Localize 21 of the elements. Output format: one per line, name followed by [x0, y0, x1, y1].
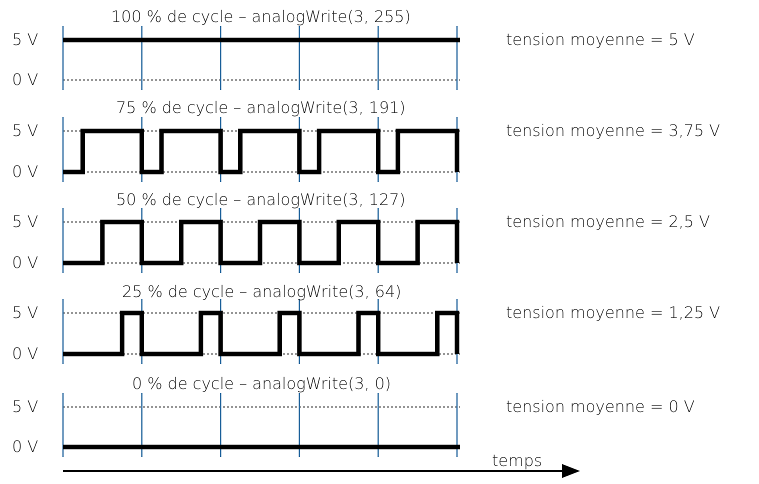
- axis-label: 5 V: [12, 304, 38, 322]
- axis-label: 5 V: [12, 398, 38, 416]
- cycle-heading: 25 % de cycle – analogWrite(3, 64): [122, 283, 402, 301]
- axis-label: 5 V: [12, 122, 38, 140]
- axis-label: 0 V: [12, 438, 38, 456]
- cycle-heading: 100 % de cycle – analogWrite(3, 255): [111, 8, 411, 26]
- axis-label: 0 V: [12, 254, 38, 272]
- cycle-heading: 75 % de cycle – analogWrite(3, 191): [116, 99, 406, 117]
- axis-label: 5 V: [12, 213, 38, 231]
- axis-label: 5 V: [12, 31, 38, 49]
- cycle-heading: 0 % de cycle – analogWrite(3, 0): [132, 375, 392, 393]
- average-voltage-text: tension moyenne = 3,75 V: [506, 122, 720, 140]
- average-voltage-text: tension moyenne = 5 V: [506, 31, 695, 49]
- axis-label: 0 V: [12, 345, 38, 363]
- axis-label: temps: [492, 452, 542, 470]
- cycle-heading: 50 % de cycle – analogWrite(3, 127): [116, 191, 406, 209]
- axis-label: 0 V: [12, 163, 38, 181]
- axis-label: 0 V: [12, 71, 38, 89]
- average-voltage-text: tension moyenne = 2,5 V: [506, 213, 710, 231]
- average-voltage-text: tension moyenne = 1,25 V: [506, 304, 720, 322]
- average-voltage-text: tension moyenne = 0 V: [506, 398, 695, 416]
